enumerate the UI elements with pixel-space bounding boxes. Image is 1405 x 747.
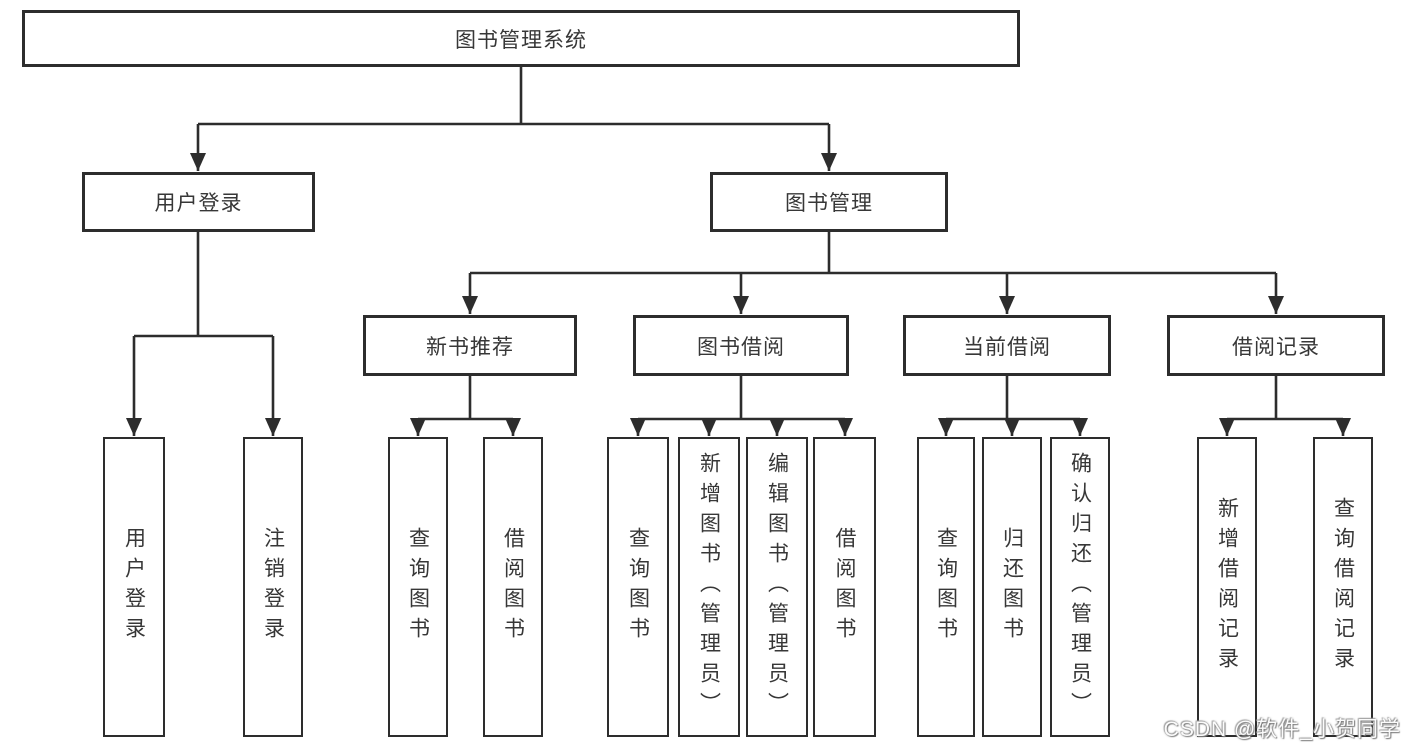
edge-current-rail xyxy=(946,376,1080,421)
node-user-login: 用户登录 xyxy=(82,172,315,232)
node-label: 归还图书 xyxy=(1000,527,1024,647)
edge-userlogin-rail xyxy=(134,232,273,338)
node-book-management: 图书管理 xyxy=(710,172,948,232)
node-label: 借阅图书 xyxy=(501,527,525,647)
leaf-query-books: 查询图书 xyxy=(388,437,448,737)
node-label: 借阅图书 xyxy=(833,527,857,647)
node-label: 新增图书（管理员） xyxy=(697,452,721,722)
leaf-return-books: 归还图书 xyxy=(982,437,1042,737)
leaf-add-borrow-record: 新增借阅记录 xyxy=(1197,437,1257,737)
node-label: 注销登录 xyxy=(261,527,285,647)
node-system-root: 图书管理系统 xyxy=(22,10,1020,67)
leaf-query-books: 查询图书 xyxy=(917,437,975,737)
node-label: 编辑图书（管理员） xyxy=(765,452,789,722)
node-label: 新书推荐 xyxy=(426,335,514,359)
node-new-book-recommend: 新书推荐 xyxy=(363,315,577,376)
leaf-edit-book-admin: 编辑图书（管理员） xyxy=(746,437,808,737)
leaf-borrow-books: 借阅图书 xyxy=(813,437,876,737)
leaf-query-books: 查询图书 xyxy=(607,437,669,737)
node-current-borrow: 当前借阅 xyxy=(903,315,1111,376)
leaf-confirm-return-admin: 确认归还（管理员） xyxy=(1050,437,1110,737)
node-label: 图书借阅 xyxy=(697,335,785,359)
leaf-user-login: 用户登录 xyxy=(103,437,165,737)
csdn-watermark: CSDN @软件_小贺同学 xyxy=(1163,718,1401,741)
edge-borrow-rail xyxy=(638,376,845,421)
leaf-query-borrow-record: 查询借阅记录 xyxy=(1313,437,1373,737)
node-label: 查询图书 xyxy=(934,527,958,647)
node-label: 用户登录 xyxy=(154,192,243,215)
node-book-borrow: 图书借阅 xyxy=(633,315,849,376)
node-label: 图书管理系统 xyxy=(455,28,587,52)
node-label: 图书管理 xyxy=(785,192,873,215)
leaf-borrow-books: 借阅图书 xyxy=(483,437,543,737)
leaf-logout: 注销登录 xyxy=(243,437,303,737)
node-borrow-records: 借阅记录 xyxy=(1167,315,1385,376)
edge-root-rail xyxy=(198,67,829,126)
node-label: 确认归还（管理员） xyxy=(1068,452,1092,722)
leaf-add-book-admin: 新增图书（管理员） xyxy=(678,437,740,737)
node-label: 查询借阅记录 xyxy=(1331,497,1355,677)
edge-records-rail xyxy=(1227,376,1343,421)
node-label: 查询图书 xyxy=(626,527,650,647)
node-label: 当前借阅 xyxy=(963,335,1051,359)
node-label: 用户登录 xyxy=(122,527,146,647)
node-label: 借阅记录 xyxy=(1232,335,1320,359)
node-label: 新增借阅记录 xyxy=(1215,497,1239,677)
edge-bookmgmt-rail xyxy=(470,232,1276,275)
node-label: 查询图书 xyxy=(406,527,430,647)
edge-newbook-rail xyxy=(418,376,513,421)
